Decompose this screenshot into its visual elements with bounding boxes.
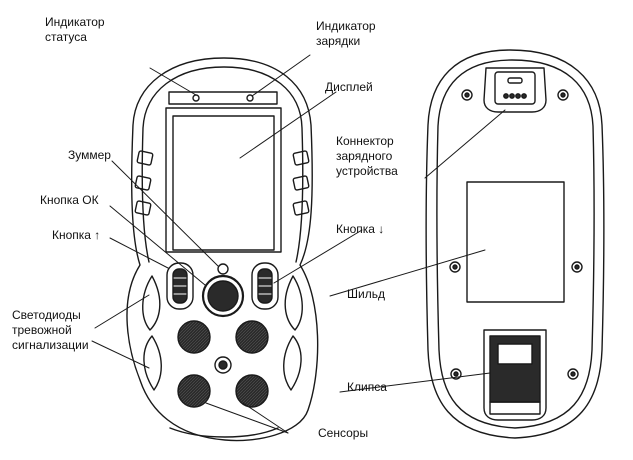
charger-connector — [483, 67, 547, 113]
indicator-bar — [168, 91, 278, 105]
clip — [483, 329, 547, 421]
label-nameplate: Шильд — [347, 287, 385, 301]
ok-button — [201, 274, 245, 318]
leader-lines — [91, 54, 506, 434]
front-view — [126, 57, 319, 442]
label-up-button: Кнопка ↑ — [52, 228, 101, 242]
label-sensors: Сенсоры — [318, 426, 369, 440]
back-view — [425, 49, 605, 439]
label-ok-button: Кнопка ОК — [40, 193, 99, 207]
side-buttons-left — [134, 150, 154, 216]
front-bottom-edge — [169, 427, 279, 438]
display-screen — [172, 115, 275, 251]
charge-indicator-led — [246, 94, 254, 102]
display-frame — [165, 107, 282, 253]
label-status-indicator: Индикатор статуса — [45, 15, 105, 44]
up-button — [166, 262, 194, 310]
label-charger-connector: Коннектор зарядного устройства — [336, 134, 398, 178]
screws — [449, 89, 583, 380]
nameplate — [466, 181, 565, 303]
label-display: Дисплей — [325, 80, 373, 94]
back-body-inner — [436, 59, 595, 429]
label-charge-indicator: Индикатор зарядки — [316, 19, 376, 48]
label-clip: Клипса — [347, 380, 387, 394]
down-button — [251, 262, 279, 310]
sensors — [177, 320, 269, 408]
buzzer — [217, 263, 229, 275]
status-indicator-led — [192, 94, 200, 102]
side-buttons-right — [292, 150, 310, 216]
label-buzzer: Зуммер — [68, 148, 111, 162]
back-body-outline — [425, 49, 605, 439]
alarm-leds — [142, 275, 303, 391]
label-down-button: Кнопка ↓ — [336, 222, 385, 236]
front-body-inner — [141, 66, 304, 263]
label-alarm-leds: Светодиоды тревожной сигнализации — [12, 308, 89, 352]
